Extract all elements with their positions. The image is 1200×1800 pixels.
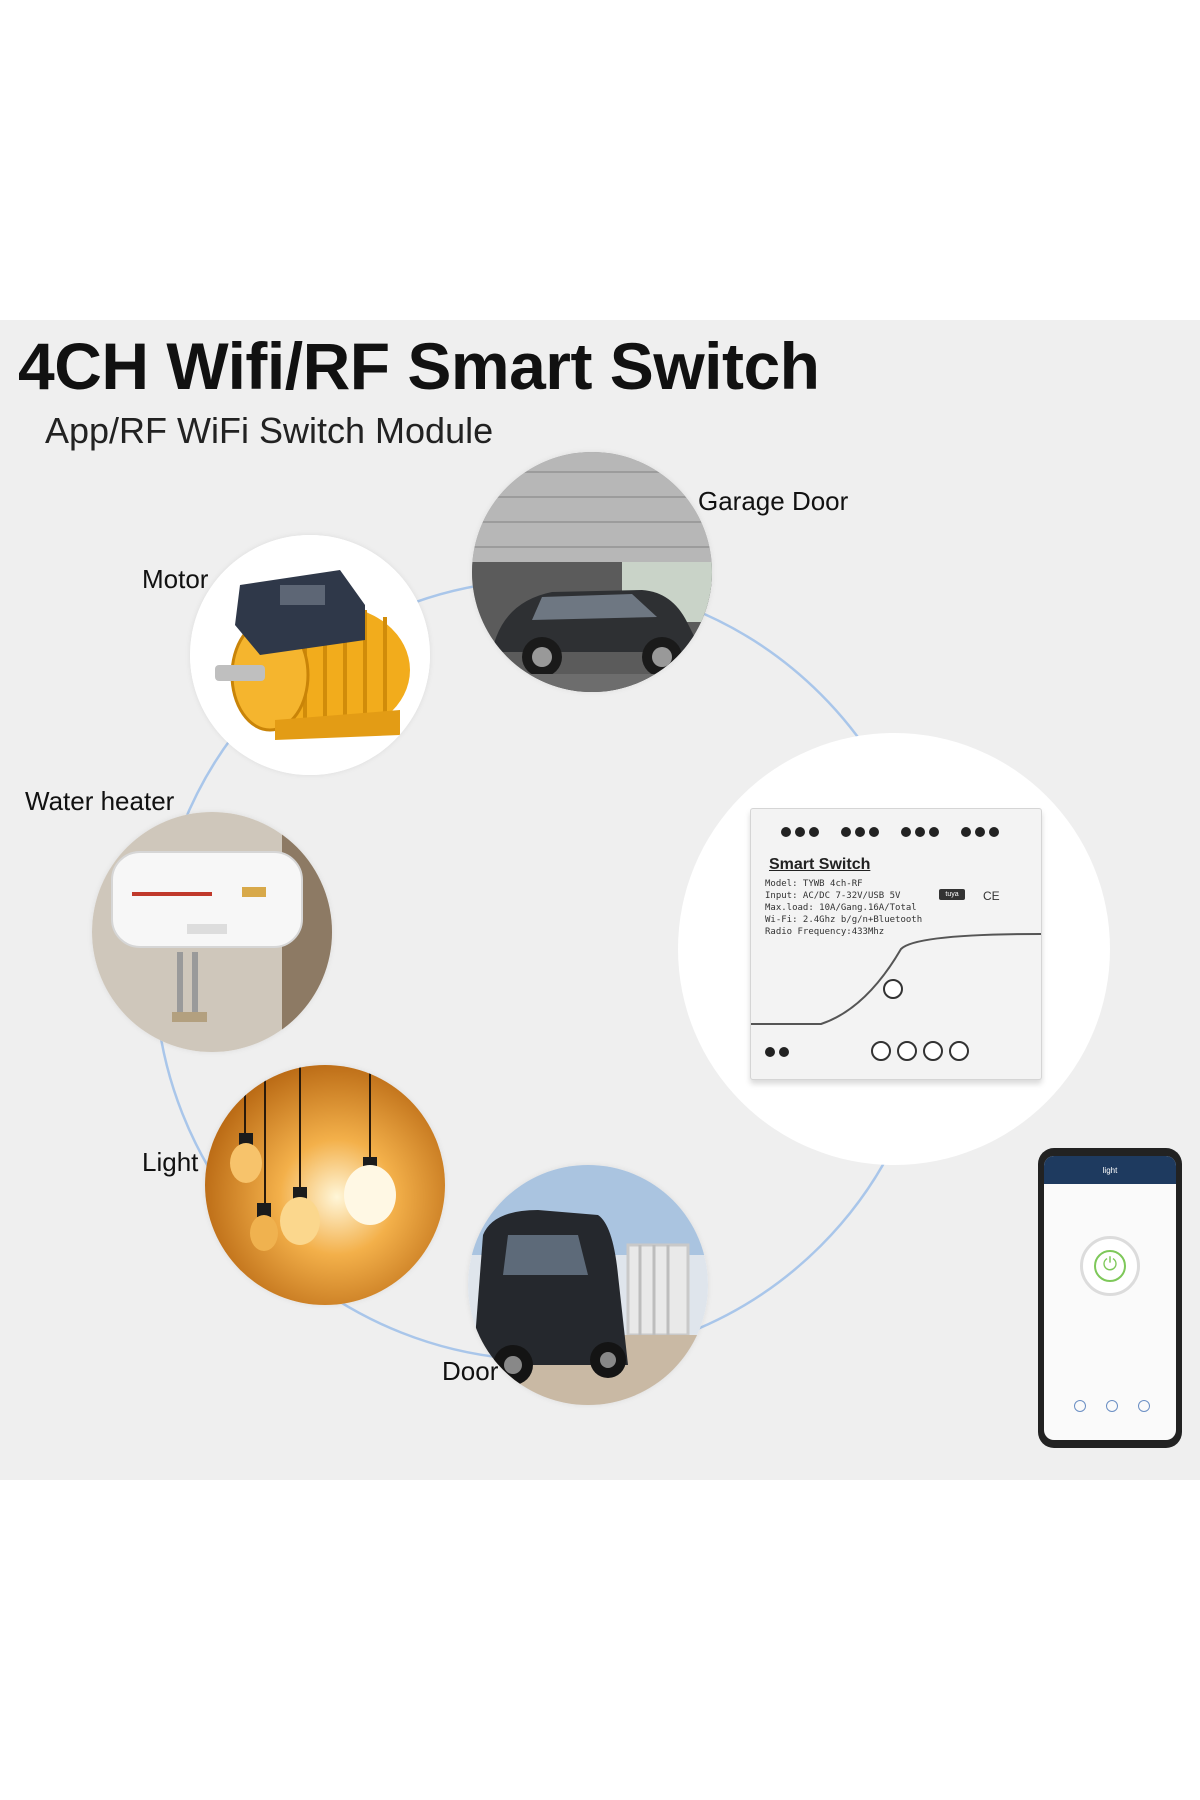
app-header [1044, 1156, 1176, 1184]
terminal-icon [975, 827, 985, 837]
terminal-icon [901, 827, 911, 837]
device-input: Input: AC/DC 7-32V/USB 5V [765, 891, 901, 901]
smart-switch-image: Smart Switch Model: TYWB 4ch-RF Input: A… [678, 733, 1110, 1165]
channel-3-button[interactable] [923, 1041, 943, 1061]
tab-countdown-icon[interactable] [1106, 1400, 1118, 1412]
device-model: Model: TYWB 4ch-RF [765, 879, 863, 889]
terminal-icon [781, 827, 791, 837]
product-banner: 4CH Wifi/RF Smart Switch App/RF WiFi Swi… [0, 320, 1200, 1480]
power-icon: ⏻ [1102, 1254, 1118, 1274]
page-subtitle: App/RF WiFi Switch Module [45, 410, 494, 451]
light-label: Light [142, 1147, 199, 1177]
smart-switch-module: Smart Switch Model: TYWB 4ch-RF Input: A… [750, 808, 1042, 1080]
power-ring: ⏻ [1094, 1250, 1126, 1282]
terminal-icon [961, 827, 971, 837]
motor-image [190, 535, 430, 775]
terminal-icon [929, 827, 939, 837]
garage-door-image [472, 452, 712, 692]
phone-screen: light ⏻ [1044, 1156, 1176, 1440]
power-button[interactable]: ⏻ [1080, 1236, 1140, 1296]
device-wifi: Wi-Fi: 2.4Ghz b/g/n+Bluetooth [765, 915, 923, 925]
channel-4-button[interactable] [949, 1041, 969, 1061]
channel-1-button[interactable] [871, 1041, 891, 1061]
tab-switch-icon[interactable] [1074, 1400, 1086, 1412]
device-brand: Smart Switch [769, 856, 871, 873]
pair-button[interactable] [883, 979, 903, 999]
motor-label: Motor [142, 564, 209, 594]
terminal-icon [795, 827, 805, 837]
garage-door-label: Garage Door [698, 486, 849, 516]
terminal-icon [809, 827, 819, 837]
device-radio: Radio Frequency:433Mhz [765, 927, 885, 937]
terminal-icon [869, 827, 879, 837]
tab-timing-icon[interactable] [1138, 1400, 1150, 1412]
smartphone: light ⏻ [1038, 1148, 1182, 1448]
terminal-icon [915, 827, 925, 837]
water-heater-label: Water heater [25, 786, 175, 816]
light-image [205, 1065, 445, 1305]
terminal-icon [765, 1047, 775, 1057]
device-max-load: Max.load: 10A/Gang.16A/Total [765, 903, 917, 913]
channel-2-button[interactable] [897, 1041, 917, 1061]
terminal-icon [989, 827, 999, 837]
app-title: light [1102, 1166, 1118, 1175]
ce-mark: CE [983, 889, 1000, 903]
terminal-icon [779, 1047, 789, 1057]
terminal-icon [855, 827, 865, 837]
page-title: 4CH Wifi/RF Smart Switch [18, 329, 820, 403]
device-divider-curve [751, 933, 1041, 1025]
door-label: Door [442, 1356, 499, 1386]
terminal-icon [841, 827, 851, 837]
door-image [468, 1165, 708, 1405]
tuya-logo: tuya [939, 889, 965, 900]
water-heater-image [92, 812, 332, 1052]
